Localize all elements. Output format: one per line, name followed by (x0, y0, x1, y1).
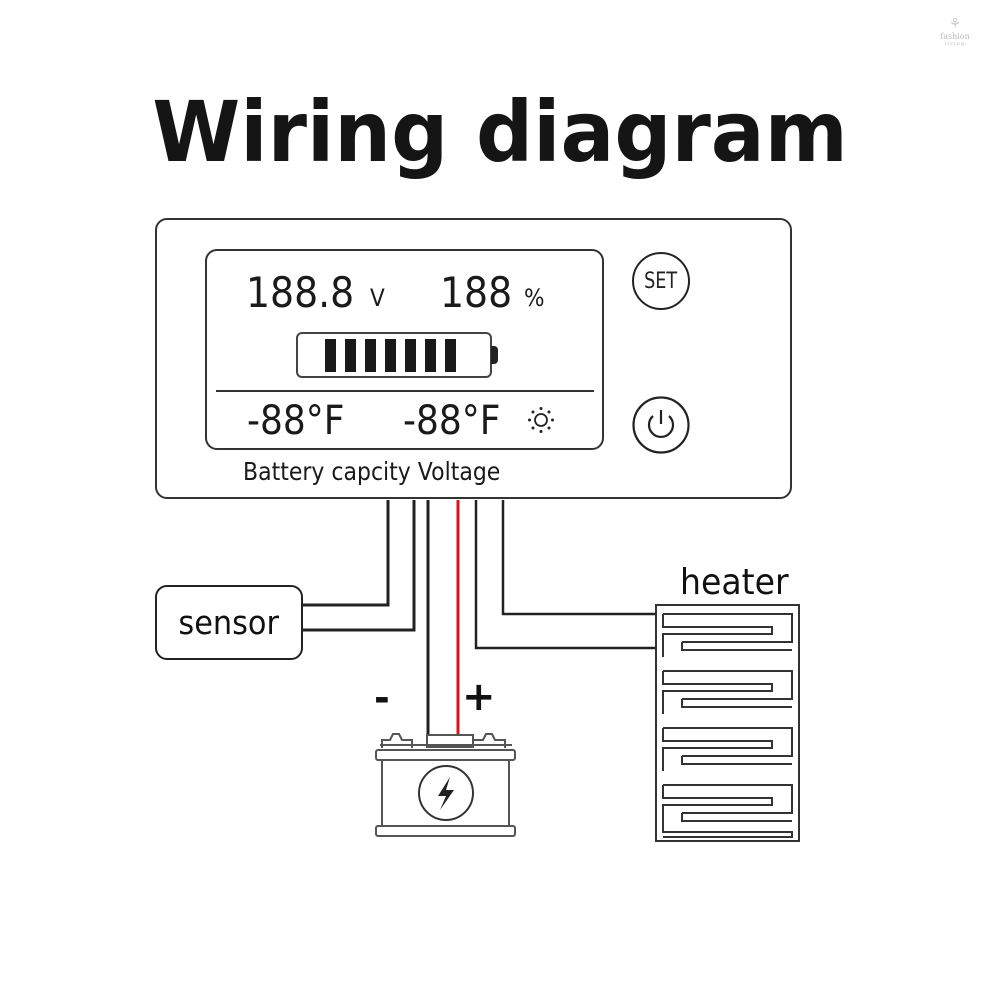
percent-unit: % (524, 284, 545, 312)
heater-wire-2 (501, 500, 656, 616)
battery-level-segment (325, 339, 336, 372)
watermark-logo: ⚘ fashion living (930, 16, 980, 47)
sun-icon (528, 407, 554, 433)
battery-icon (375, 733, 516, 837)
watermark-text: fashion (940, 32, 970, 41)
voltage-readout: 188.8 (246, 268, 355, 317)
temperature-readout-1: -88°F (247, 398, 345, 444)
battery-level-segment (405, 339, 416, 372)
heater-element (655, 604, 800, 842)
sensor-label: sensor (178, 603, 280, 642)
positive-terminal-label: + (462, 674, 496, 720)
lcd-divider (216, 390, 594, 392)
watermark-flower-icon: ⚘ (948, 16, 962, 32)
battery-level-segment (385, 339, 396, 372)
lightning-icon (438, 777, 454, 810)
sensor-wire-2 (303, 500, 416, 632)
diagram-title: Wiring diagram (152, 83, 848, 181)
sensor-wire-1 (303, 500, 390, 607)
heater-wire-1 (474, 500, 656, 650)
battery-monitor-device (155, 218, 792, 499)
battery-level-segment (445, 339, 456, 372)
battery-level-segment (345, 339, 356, 372)
power-button[interactable] (632, 396, 690, 454)
battery-level-segment (365, 339, 376, 372)
set-button[interactable]: SET (632, 252, 690, 310)
lcd-display (205, 249, 604, 450)
percent-readout: 188 (440, 268, 513, 317)
watermark-subtext: living (944, 41, 966, 47)
negative-terminal-label: - (374, 676, 390, 720)
temperature-sensor: sensor (155, 585, 303, 660)
device-caption: Battery capcity Voltage (243, 457, 501, 486)
set-button-label: SET (644, 268, 678, 294)
battery-level-tip (491, 346, 498, 364)
voltage-unit: V (370, 284, 385, 312)
temperature-readout-2: -88°F (403, 398, 501, 444)
power-icon (647, 410, 675, 438)
battery-level-segment (425, 339, 436, 372)
heater-label: heater (680, 562, 789, 603)
